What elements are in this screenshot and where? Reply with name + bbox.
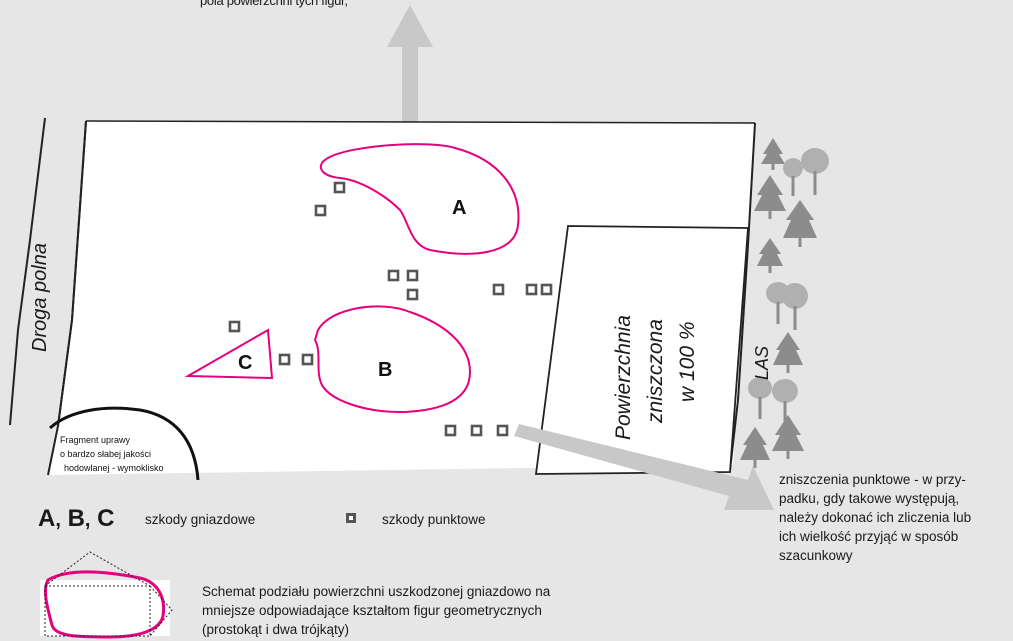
scheme-description: Schemat podziału powierzchni uszkodzonej… [202, 582, 622, 639]
scheme-line: mniejsze odpowiadające kształtom figur g… [202, 603, 542, 618]
note-line: należy dokonać ich zliczenia lub [779, 510, 972, 525]
down-right-arrow-icon [514, 424, 774, 510]
destroyed-area [534, 225, 749, 475]
legend-separator: , [55, 509, 61, 531]
wet-patch-outline [48, 406, 200, 481]
point-marker [278, 353, 291, 366]
area-label-a: A [452, 197, 466, 219]
scheme-triangle-left [44, 551, 151, 587]
destroyed-label-line-3: w 100 % [676, 321, 699, 402]
note-line: szacunkowy [779, 548, 853, 563]
area-label-c: C [238, 352, 252, 374]
tree-icon [761, 138, 785, 170]
deciduous-tree-icon [782, 283, 808, 330]
fragment-label-line-3: hodowlanej - wymoklisko [64, 463, 164, 473]
legend-point-damage-label: szkody punktowe [382, 512, 486, 527]
deciduous-tree-icon [748, 377, 772, 419]
legend-letter-b: B [67, 505, 85, 532]
point-damage-markers [228, 181, 553, 437]
tree-icon [757, 238, 783, 273]
destroyed-label-line-1: Powierzchnia [612, 315, 635, 440]
point-marker [406, 269, 419, 282]
top-caption: pola powierzchni tych figur, [200, 0, 348, 8]
deciduous-tree-icon [772, 379, 798, 425]
point-marker [496, 424, 509, 437]
point-marker [387, 269, 400, 282]
field-right-edge [729, 122, 756, 471]
point-marker [228, 320, 241, 333]
tree-icon [754, 175, 786, 219]
nest-area-b [313, 305, 472, 414]
road-line-right [57, 120, 87, 427]
scheme-line: Schemat podziału powierzchni uszkodzonej… [202, 584, 551, 599]
area-label-b: B [378, 359, 392, 381]
point-marker [470, 424, 483, 437]
tree-icon [783, 200, 817, 247]
note-line: zniszczenia punktowe - w przy- [779, 472, 966, 487]
deciduous-tree-icon [801, 148, 829, 195]
point-marker [301, 353, 314, 366]
tree-icon [772, 415, 804, 459]
legend-letter-c: C [97, 505, 115, 532]
point-marker [540, 283, 553, 296]
deciduous-tree-icon [783, 158, 803, 196]
up-arrow-icon [387, 5, 433, 175]
forest [740, 138, 829, 468]
square-marker-icon [346, 513, 356, 523]
road-line-left [9, 117, 46, 426]
field-top-edge [85, 120, 756, 124]
point-marker [525, 283, 538, 296]
scheme-triangle-right [149, 585, 173, 637]
point-damage-note: zniszczenia punktowe - w przy- padku, gd… [779, 470, 1013, 565]
forest-label: LAS [752, 346, 772, 380]
destroyed-label-line-2: zniszczona [644, 319, 667, 424]
legend-letter-a: A [38, 505, 56, 532]
legend-separator: , [84, 509, 91, 531]
fragment-label-line-1: Fragment uprawy [60, 435, 131, 445]
scheme-line: (prostokąt i dwa trójkąty) [202, 622, 350, 637]
scheme-rectangle [44, 585, 151, 637]
point-marker [333, 181, 346, 194]
nest-area-c [184, 328, 274, 380]
note-line: ich wielkość przyjąć w sposób [779, 529, 959, 544]
tree-icon [773, 332, 803, 373]
point-marker [492, 283, 505, 296]
nest-area-a [319, 143, 520, 255]
fragment-label-line-2: o bardzo słabej jakości [60, 449, 151, 459]
point-marker [444, 424, 457, 437]
tree-icon [740, 427, 770, 468]
note-line: padku, gdy takowe występują, [779, 491, 960, 506]
point-marker [406, 288, 419, 301]
legend-nest-damage-label: szkody gniazdowe [145, 512, 256, 527]
scheme-illustration [40, 551, 173, 639]
road-label: Droga polna [29, 243, 51, 352]
legend-letters: A, B, C [38, 505, 115, 533]
point-marker [314, 204, 327, 217]
